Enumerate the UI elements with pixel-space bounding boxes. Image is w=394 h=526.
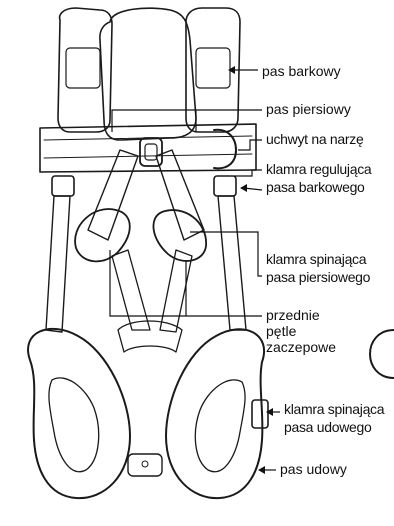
label-chest-strap: pas piersiowy bbox=[266, 101, 351, 117]
label-front-loops-line1: przednie bbox=[266, 307, 320, 323]
left-side-buckle bbox=[52, 176, 74, 196]
label-thigh-buckle-line2: pasa udowego bbox=[284, 419, 372, 435]
label-thigh-buckle-line1: klamra spinająca bbox=[284, 401, 385, 417]
right-front-strap bbox=[156, 150, 204, 240]
label-chest-buckle-line2: pasa piersiowego bbox=[266, 269, 371, 285]
carabiner-partial-icon bbox=[370, 330, 394, 378]
label-chest-buckle-line1: klamra spinająca bbox=[266, 251, 367, 267]
back-pad bbox=[100, 8, 196, 140]
thigh-buckle bbox=[252, 400, 268, 428]
middle-cross-strap-right bbox=[160, 250, 192, 332]
right-side-buckle bbox=[214, 176, 236, 196]
tool-holder bbox=[214, 130, 236, 169]
label-shoulder-strap: pas barkowy bbox=[262, 63, 341, 79]
left-shoulder-panel bbox=[66, 48, 100, 88]
label-shoulder-adjust-line1: klamra regulująca bbox=[266, 161, 372, 177]
right-side-strap bbox=[218, 196, 246, 330]
right-shoulder-panel bbox=[196, 48, 230, 88]
labels: pas barkowy pas piersiowy uchwyt na narz… bbox=[262, 63, 385, 477]
label-shoulder-adjust-line2: pasa barkowego bbox=[266, 179, 365, 195]
right-leg-loop bbox=[166, 329, 264, 498]
label-thigh-strap: pas udowy bbox=[280, 461, 347, 477]
center-bridge bbox=[118, 321, 182, 352]
label-front-loops-line2: pętle bbox=[266, 323, 297, 339]
chest-buckle bbox=[140, 138, 162, 166]
label-tool-holder: uchwyt na narzę bbox=[266, 131, 364, 147]
label-front-loops-line3: zaczepowe bbox=[266, 339, 336, 355]
left-front-loop bbox=[75, 209, 130, 261]
back-d-ring-pad bbox=[128, 454, 162, 476]
left-side-strap bbox=[46, 196, 70, 332]
right-front-loop bbox=[153, 210, 206, 261]
left-leg-loop bbox=[28, 329, 130, 498]
middle-cross-strap-left bbox=[112, 250, 150, 330]
